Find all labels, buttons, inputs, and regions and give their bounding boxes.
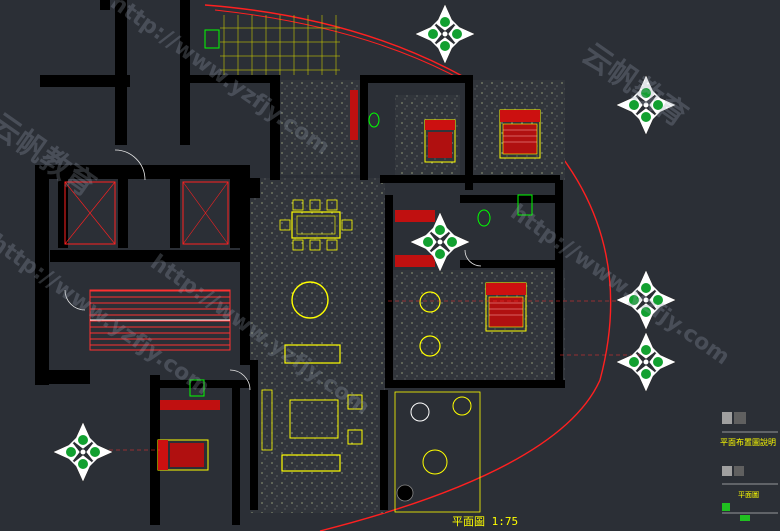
bed-icon — [157, 439, 209, 471]
bed-icon — [485, 282, 527, 332]
legend — [722, 412, 778, 521]
sofa-icon — [261, 344, 363, 472]
legend-subtitle: 平面圖 — [738, 491, 759, 499]
tiled-area — [220, 15, 340, 75]
side-table — [419, 291, 441, 313]
master-bedroom-floor — [385, 270, 565, 385]
walls — [35, 0, 565, 525]
legend-title: 平面布置圖說明 — [720, 438, 776, 447]
plant-icon — [394, 391, 481, 513]
door-swings — [64, 149, 482, 391]
dining-table-icon — [279, 199, 353, 251]
bed-icon — [424, 119, 456, 163]
staircase-icon — [89, 289, 231, 351]
drawing-title: 平面圖 1:75 — [452, 515, 519, 528]
bed-icon — [499, 109, 541, 159]
compass-rose-icon — [414, 3, 476, 65]
compass-rose-icon — [615, 331, 677, 393]
outer-boundary-curve — [204, 4, 612, 531]
bathroom-fixtures — [189, 29, 533, 397]
compass-rose-icon — [52, 421, 114, 483]
round-table — [291, 281, 329, 319]
wardrobes — [160, 90, 435, 410]
side-table — [419, 335, 441, 357]
elevator-shafts — [64, 181, 229, 245]
